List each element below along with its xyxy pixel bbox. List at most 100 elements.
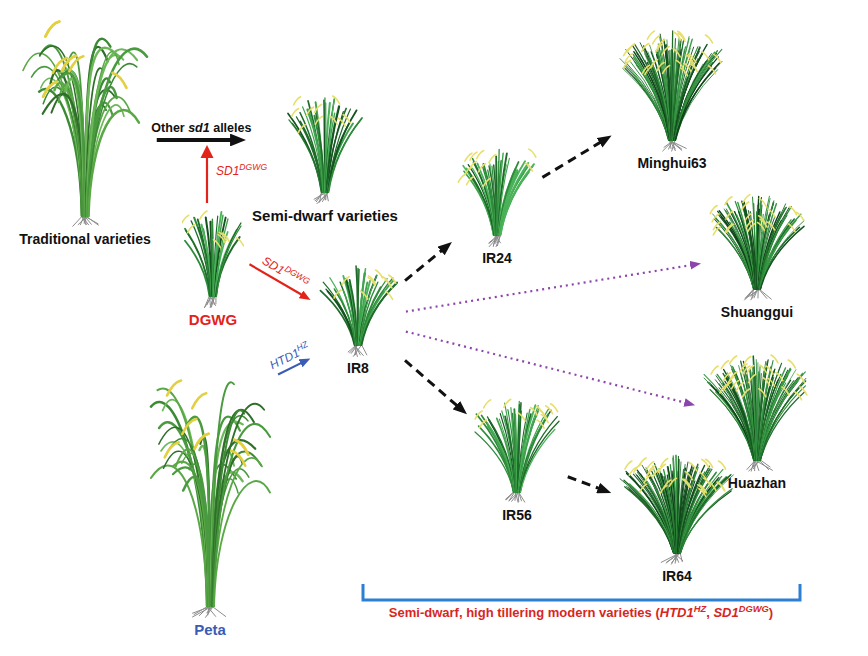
plant-root — [353, 345, 361, 357]
plant-leaf — [216, 223, 241, 296]
plant-panicle — [711, 366, 718, 374]
plant-root — [193, 606, 208, 615]
plant-leaf — [343, 276, 356, 345]
plant-leaf — [494, 165, 497, 235]
allele-superscript: DGWG — [239, 162, 267, 172]
plant-leaf — [307, 110, 323, 192]
plant-root — [489, 235, 499, 247]
plant-leaf — [673, 456, 677, 553]
plant-root — [355, 345, 361, 355]
plant-leaf — [760, 221, 804, 289]
plant-leaf — [508, 410, 516, 492]
plant-leaf — [329, 118, 363, 192]
plant-panicle — [656, 44, 663, 52]
plant-panicle — [483, 178, 490, 186]
plant-leaf — [87, 97, 130, 216]
plant-panicle — [771, 355, 778, 363]
variety-label: Peta — [194, 621, 226, 639]
plant-leaf — [760, 220, 796, 289]
plant-panicle — [530, 408, 537, 416]
variety-label: DGWG — [189, 311, 237, 329]
plant-panicle — [458, 174, 465, 182]
plant-root — [514, 492, 516, 501]
plant-leaf — [675, 53, 717, 140]
plant-leaf — [500, 163, 528, 235]
plant-panicle — [188, 225, 195, 233]
plant-panicle — [720, 385, 727, 393]
breeding-arrow — [405, 360, 460, 408]
rice-variety: IR64 — [615, 450, 739, 585]
variety-label: Shuanggui — [721, 304, 793, 321]
gene-name: HTD1HZ — [267, 341, 312, 373]
plant-leaf — [88, 105, 124, 216]
group-bracket — [363, 584, 800, 600]
plant-panicle — [657, 63, 664, 71]
plant-panicle — [642, 43, 649, 51]
plant-panicle — [62, 56, 76, 71]
plant-leaf — [660, 34, 671, 140]
plant-panicle — [389, 275, 396, 283]
plant-panicle — [661, 459, 668, 467]
plant-panicle — [690, 463, 697, 471]
plant-leaf — [489, 166, 497, 235]
plant-panicle — [315, 116, 322, 124]
plant-panicle — [112, 73, 126, 88]
breeding-arrow — [406, 265, 694, 312]
plant-panicle — [376, 270, 383, 278]
plant-panicle — [467, 177, 474, 185]
plant-leaf — [183, 477, 210, 606]
plant-panicle — [213, 240, 220, 248]
plant-leaf — [501, 164, 535, 235]
plant-leaf — [760, 227, 800, 289]
plant-panicle — [333, 96, 340, 104]
plant-panicle — [684, 479, 691, 487]
rice-plant — [707, 188, 807, 303]
plant-panicle — [45, 22, 59, 37]
plant-panicle — [647, 31, 654, 39]
group-caption: Semi-dwarf, high tillering modern variet… — [389, 605, 773, 621]
plant-panicle — [484, 400, 491, 408]
plant-leaf — [744, 202, 757, 289]
plant-leaf — [675, 61, 722, 140]
plant-root — [322, 192, 328, 202]
plant-panicle — [625, 461, 632, 469]
plant-panicle — [797, 374, 804, 382]
breeding-arrow — [406, 332, 688, 404]
plant-leaf — [760, 372, 805, 460]
allele-superscript: HZ — [694, 604, 706, 614]
plant-panicle — [298, 125, 305, 133]
plant-leaf — [186, 417, 210, 606]
plant-panicle — [768, 209, 775, 217]
plant-panicle — [736, 383, 743, 391]
rice-plant — [472, 392, 562, 506]
plant-panicle — [662, 47, 669, 55]
plant-panicle — [167, 380, 181, 395]
plant-panicle — [795, 392, 802, 400]
plant-leaf — [346, 281, 357, 345]
plant-root — [517, 492, 519, 502]
plant-root — [680, 553, 682, 562]
plant-leaf — [217, 226, 242, 296]
plant-leaf — [490, 164, 496, 235]
plant-leaf — [675, 52, 715, 140]
variety-label: Traditional varieties — [19, 231, 151, 248]
plant-root — [215, 296, 216, 304]
plant-panicle — [689, 54, 696, 62]
plant-leaf — [213, 424, 269, 606]
plant-panicle — [383, 277, 390, 285]
plant-panicle — [518, 413, 525, 421]
plant-leaf — [500, 172, 529, 235]
plant-panicle — [465, 153, 472, 161]
rice-variety: Minghui63 — [615, 26, 729, 172]
rice-plant — [617, 26, 727, 154]
plant-leaf — [173, 462, 209, 606]
plant-panicle — [673, 49, 680, 57]
plant-panicle — [338, 118, 345, 126]
plant-leaf — [158, 427, 207, 606]
plant-panicle — [192, 393, 206, 408]
plant-root — [759, 289, 767, 299]
gene-name: SD1DGWG — [260, 254, 311, 292]
plant-root — [78, 216, 87, 225]
plant-panicle — [709, 482, 716, 490]
rice-plant — [457, 143, 537, 249]
